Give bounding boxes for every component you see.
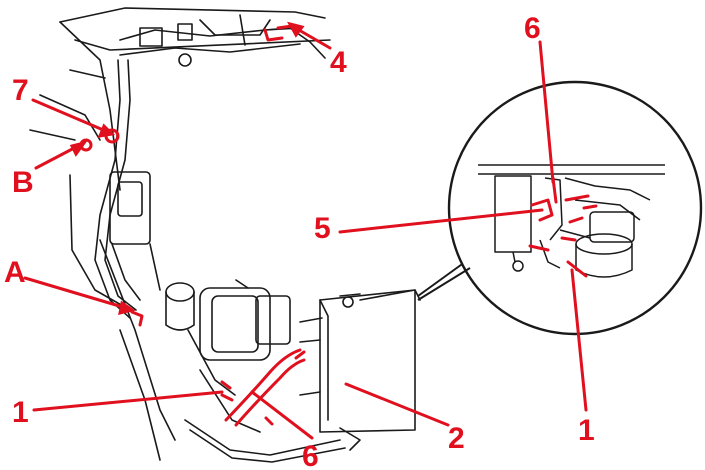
- leader-lines: [23, 21, 588, 440]
- callout-1-detail: 1: [578, 414, 595, 447]
- main-assembly-drawing: [29, 7, 421, 463]
- callout-A: A: [4, 256, 26, 289]
- callout-7: 7: [12, 74, 29, 107]
- callout-6-main: 6: [302, 440, 319, 470]
- magnifier-circle: [447, 80, 703, 336]
- callout-2: 2: [448, 422, 465, 455]
- callout-1-main: 1: [12, 396, 29, 429]
- callout-5: 5: [314, 212, 331, 245]
- main-highlights: [79, 24, 306, 427]
- callout-labels: 4 7 B A 1 6 2 6 5 1: [4, 12, 595, 470]
- callout-4: 4: [330, 46, 347, 79]
- magnifier-pointer: [417, 261, 466, 297]
- callout-6-detail: 6: [524, 12, 541, 45]
- detail-magnifier: [417, 80, 703, 336]
- callout-B: B: [12, 166, 34, 199]
